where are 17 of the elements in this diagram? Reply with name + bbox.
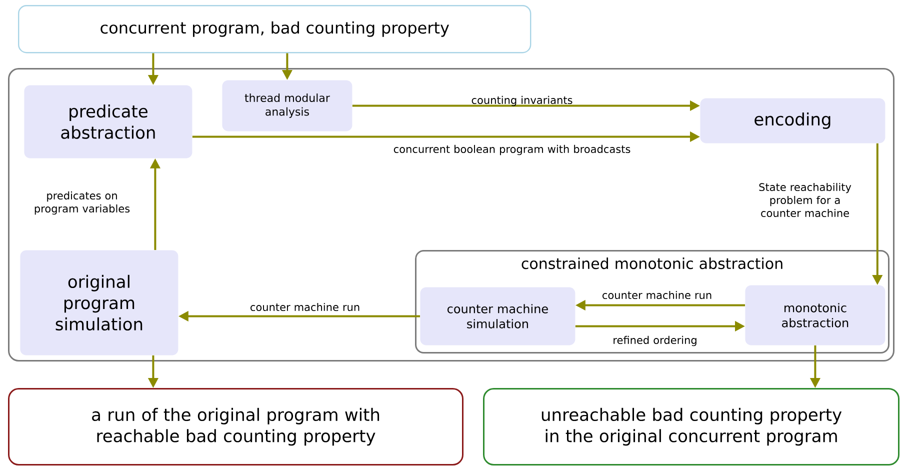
edge-label: counter machine run (250, 302, 360, 312)
edge-label: concurrent boolean program with broadcasts (394, 144, 630, 156)
edge-label: State reachability problem for a counter machine (759, 182, 852, 218)
process-box: thread modular analysis (222, 80, 352, 132)
edge-label: refined ordering (614, 336, 696, 346)
edge-label: counting invariants (472, 96, 572, 106)
process-box: counter machine simulation (420, 287, 576, 346)
process-box: predicate abstraction (24, 85, 192, 158)
edge-label: counter machine run (602, 290, 712, 300)
process-box: original program simulation (20, 250, 178, 356)
edge-label: predicates on program variables (34, 191, 130, 215)
input-box: concurrent program, bad counting property (18, 5, 532, 54)
result-box: a run of the original program with reachable bad counting property (8, 388, 464, 466)
process-box: monotonic abstraction (745, 285, 886, 346)
process-box: encoding (700, 98, 886, 144)
result-box: unreachable bad counting property in the original concurrent program (483, 388, 900, 466)
frame-box (8, 68, 894, 362)
